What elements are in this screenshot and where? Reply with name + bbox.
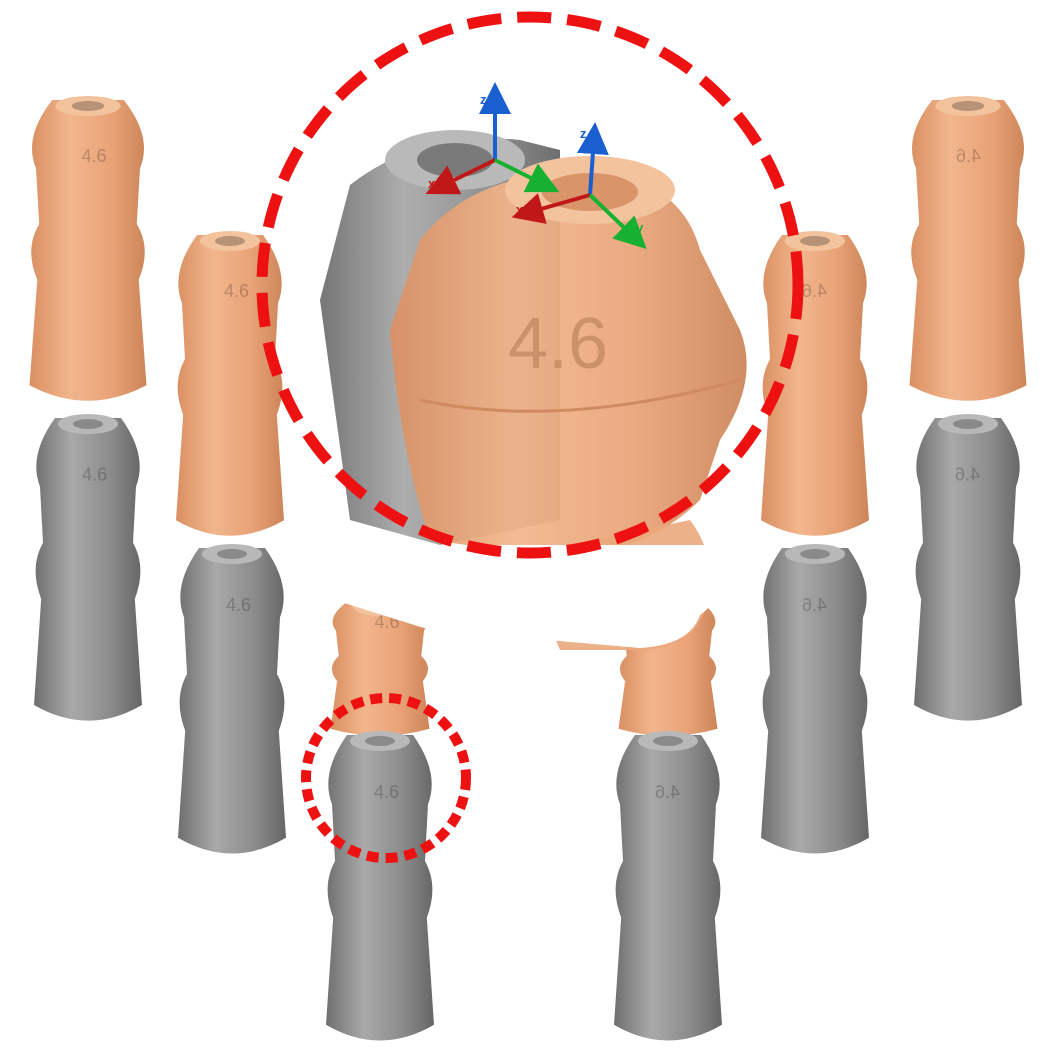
steel-analog: 4.6 — [178, 544, 286, 854]
implant-engraving: 4.6 — [802, 281, 827, 301]
axis-label-z2: z — [580, 126, 587, 141]
copper-abutment: 4.6 — [910, 96, 1027, 401]
implant-engraving: 4.6 — [226, 595, 251, 615]
implant-engraving: 4.6 — [655, 782, 680, 802]
implant-engraving: 4.6 — [224, 281, 249, 301]
steel-analog: 4.6 — [914, 414, 1022, 721]
copper-abutment: 4.6 — [30, 96, 147, 401]
steel-analog: 4.6 — [326, 731, 434, 1041]
axis-label-z1: z — [480, 92, 487, 107]
steel-analog: 4.6 — [614, 731, 722, 1041]
implant-engraving: 4.6 — [82, 464, 107, 484]
axis-label-y2: y — [636, 220, 644, 235]
zoom-steel-hole — [417, 143, 493, 177]
implant-engraving: 4.6 — [374, 782, 399, 802]
axis-label-x1: x — [428, 176, 436, 191]
implant-engraving: 4.6 — [956, 146, 981, 166]
implant-engraving: 4.6 — [955, 464, 980, 484]
implant-engraving: 4.6 — [802, 595, 827, 615]
implant-engraving: 4.6 — [82, 146, 107, 166]
steel-analog: 4.6 — [761, 544, 869, 854]
zoom-engraving: 4.6 — [508, 304, 608, 384]
copper-abutment: 4.6 — [176, 231, 284, 536]
axis-label-x2: x — [516, 202, 524, 217]
steel-analog: 4.6 — [34, 414, 142, 721]
